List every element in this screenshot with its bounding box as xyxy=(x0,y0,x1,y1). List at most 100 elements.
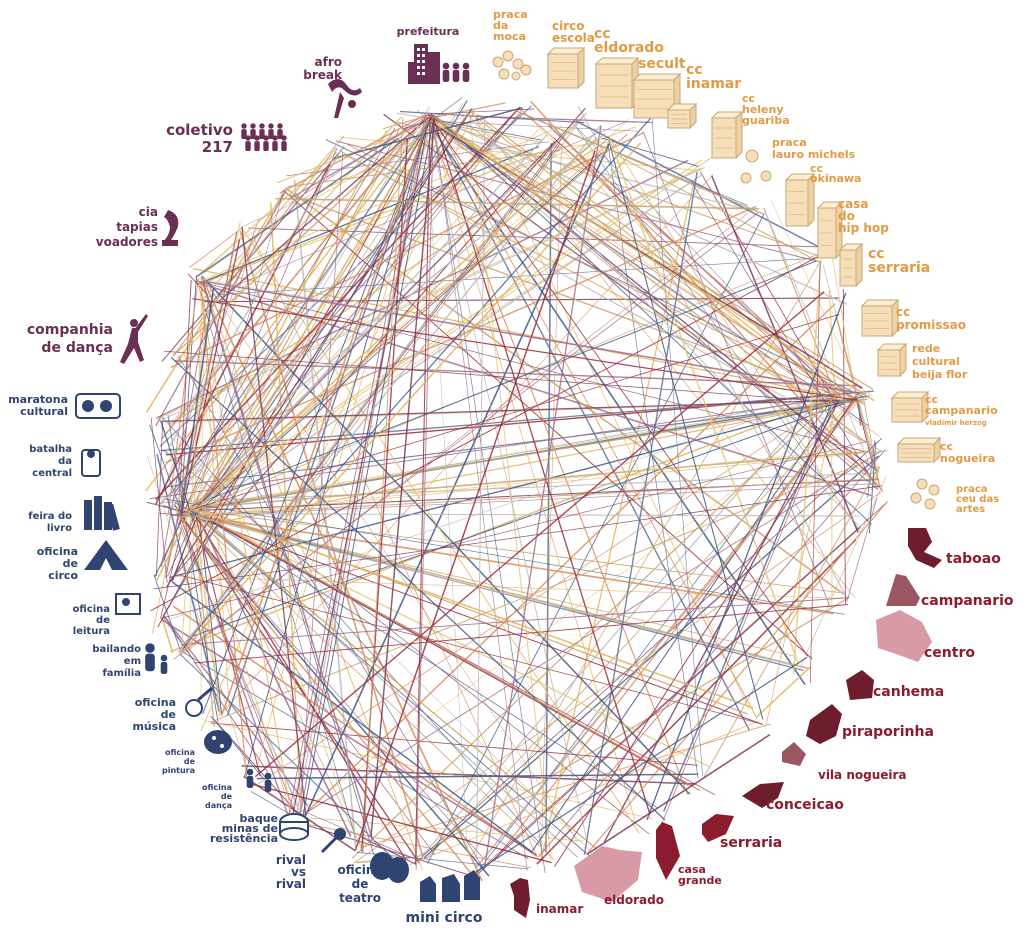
tree-icon xyxy=(493,57,503,67)
connection-lines xyxy=(146,98,889,883)
dancer-icon xyxy=(120,314,148,364)
tree-icon xyxy=(512,72,520,80)
cc-inamar-icon xyxy=(668,104,696,128)
circo-escola-icon xyxy=(548,48,584,88)
mic-performer-icon xyxy=(82,450,100,476)
canhema-shape xyxy=(846,670,874,700)
crowd-icon xyxy=(241,123,286,151)
tree-icon xyxy=(761,171,771,181)
connection-line xyxy=(211,723,698,765)
connection-line xyxy=(555,396,856,867)
connection-line xyxy=(433,116,866,443)
books-icon xyxy=(84,496,120,531)
inamar-label: inamar xyxy=(536,902,583,916)
mini-circus-icon xyxy=(420,870,480,902)
connection-line xyxy=(531,400,839,853)
circus-tent-icon xyxy=(84,540,128,570)
palette-icon xyxy=(204,730,232,754)
cc-heleny-icon xyxy=(712,112,742,158)
casa-grande-shape xyxy=(656,822,680,880)
inamar-shape xyxy=(510,878,530,918)
tree-icon xyxy=(746,150,758,162)
serraria-label: serraria xyxy=(720,835,782,851)
connection-line xyxy=(194,399,858,636)
guitar-icon xyxy=(186,688,212,716)
mini-circo-label: mini circo xyxy=(406,910,483,926)
centro-label: centro xyxy=(924,645,975,661)
tree-icon xyxy=(911,493,921,503)
cc-serraria-icon xyxy=(840,244,862,286)
prefeitura-label: prefeitura xyxy=(397,25,460,38)
eldorado-label: eldorado xyxy=(604,893,664,907)
canhema-label: canhema xyxy=(873,684,944,700)
connection-line xyxy=(577,129,861,533)
drum-icon xyxy=(280,814,308,840)
connection-line xyxy=(179,178,698,520)
reading-icon xyxy=(116,594,140,614)
cc-campanario-icon xyxy=(892,392,928,422)
breakdancer-icon xyxy=(328,79,362,118)
tree-icon xyxy=(499,69,509,79)
tree-icon xyxy=(925,499,935,509)
piraporinha-shape xyxy=(806,704,842,744)
tree-icon xyxy=(929,485,939,495)
family-icon xyxy=(145,643,167,674)
prefeitura-icon xyxy=(408,44,469,84)
tree-icon xyxy=(917,479,927,489)
cc-promissao-icon xyxy=(862,300,898,336)
campanario-label: campanario xyxy=(921,593,1014,609)
tree-icon xyxy=(741,173,751,183)
tree-icon xyxy=(503,51,513,61)
piraporinha-label: piraporinha xyxy=(842,724,934,740)
rede-cultural-icon xyxy=(878,344,906,376)
connection-line xyxy=(823,264,877,470)
masks-icon xyxy=(76,394,120,418)
tree-icon xyxy=(521,65,531,75)
connection-line xyxy=(757,667,810,717)
connection-line xyxy=(204,298,839,302)
conceicao-label: conceicao xyxy=(766,797,844,813)
connection-line xyxy=(199,152,337,275)
cc-eldorado-icon xyxy=(596,58,638,108)
vila-nogueira-shape xyxy=(782,742,806,766)
connection-line xyxy=(537,540,856,865)
connection-line xyxy=(163,418,542,846)
connection-line xyxy=(184,125,408,512)
secult-label: secult xyxy=(638,56,686,72)
connection-line xyxy=(472,259,821,855)
connection-line xyxy=(794,263,821,675)
connection-line xyxy=(194,510,699,790)
vila-nogueira-label: vila nogueira xyxy=(818,768,907,782)
campanario-shape xyxy=(886,574,920,606)
acrobat-icon xyxy=(162,210,178,246)
taboao-label: taboao xyxy=(946,551,1001,567)
